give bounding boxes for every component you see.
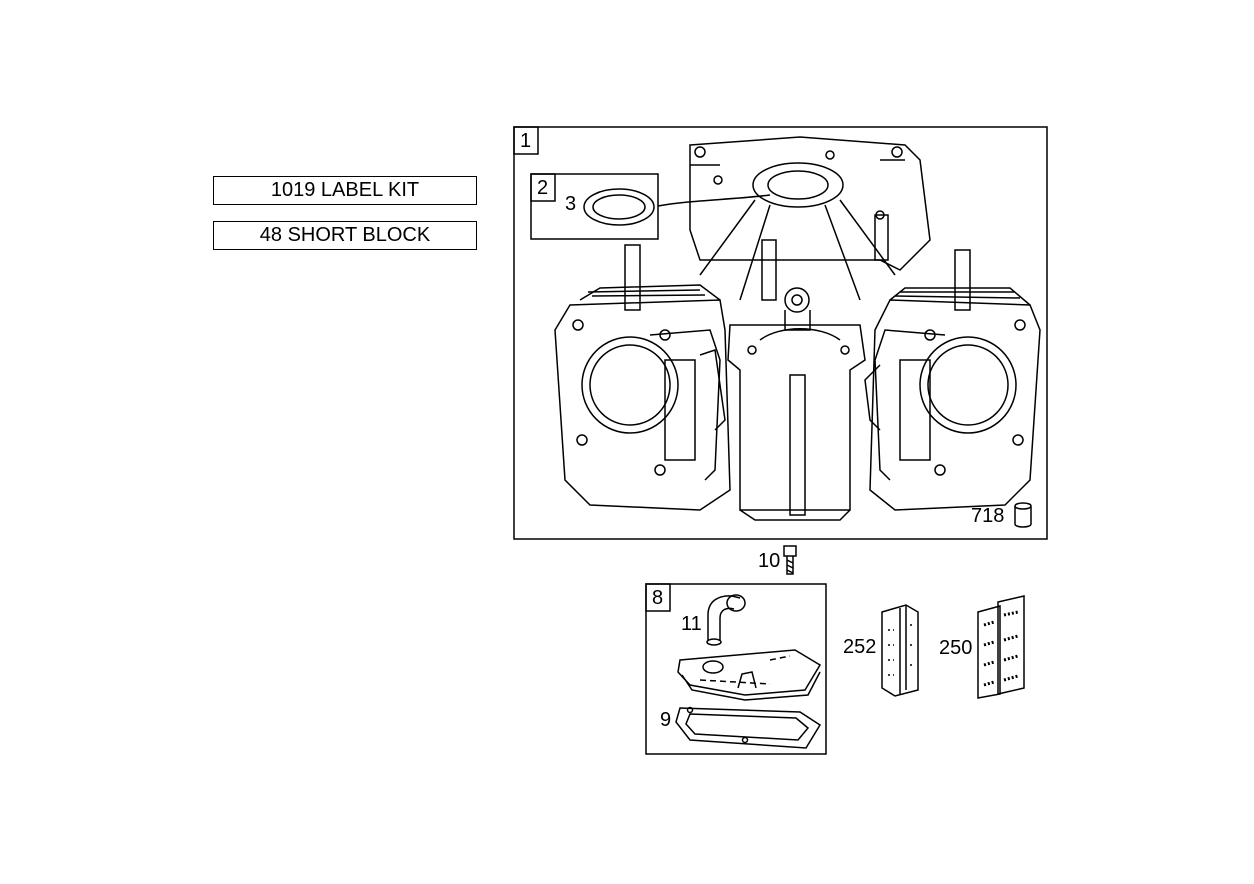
callout-10: 10 bbox=[758, 550, 780, 572]
callout-box-8 bbox=[645, 583, 671, 612]
callout-11: 11 bbox=[681, 613, 702, 635]
callout-3: 3 bbox=[565, 193, 576, 215]
screw-part[interactable] bbox=[783, 545, 797, 575]
frame-8 bbox=[645, 583, 827, 755]
right-cylinder bbox=[869, 299, 1041, 511]
dowel-pin-part[interactable] bbox=[1014, 502, 1032, 528]
gasket-set-252-part[interactable] bbox=[881, 604, 919, 697]
breather-cover-part[interactable] bbox=[677, 649, 822, 701]
short-block-box[interactable]: 48 SHORT BLOCK bbox=[213, 221, 477, 250]
short-block-text: 48 SHORT BLOCK bbox=[259, 224, 431, 246]
gasket-set-250-part[interactable] bbox=[977, 595, 1025, 699]
callout-718: 718 bbox=[971, 505, 1004, 527]
callout-8: 8 bbox=[652, 587, 663, 609]
label-kit-text: 1019 LABEL KIT bbox=[270, 179, 420, 201]
callout-252: 252 bbox=[843, 636, 876, 658]
frame-2 bbox=[530, 173, 659, 240]
label-kit-box[interactable]: 1019 LABEL KIT bbox=[213, 176, 477, 205]
callout-box-1 bbox=[513, 126, 539, 155]
callout-2: 2 bbox=[537, 177, 548, 199]
callout-box-2 bbox=[530, 173, 556, 202]
callout-1: 1 bbox=[520, 130, 531, 152]
leader-line-2 bbox=[657, 194, 771, 207]
oil-seal-part[interactable] bbox=[583, 188, 655, 226]
engine-block-drawing[interactable] bbox=[554, 136, 1041, 521]
breather-tube-part[interactable] bbox=[706, 594, 746, 646]
callout-250: 250 bbox=[939, 637, 972, 659]
left-cylinder bbox=[554, 299, 731, 511]
callout-9: 9 bbox=[660, 709, 671, 731]
breather-gasket-part[interactable] bbox=[675, 706, 822, 749]
frame-1 bbox=[513, 126, 1048, 540]
